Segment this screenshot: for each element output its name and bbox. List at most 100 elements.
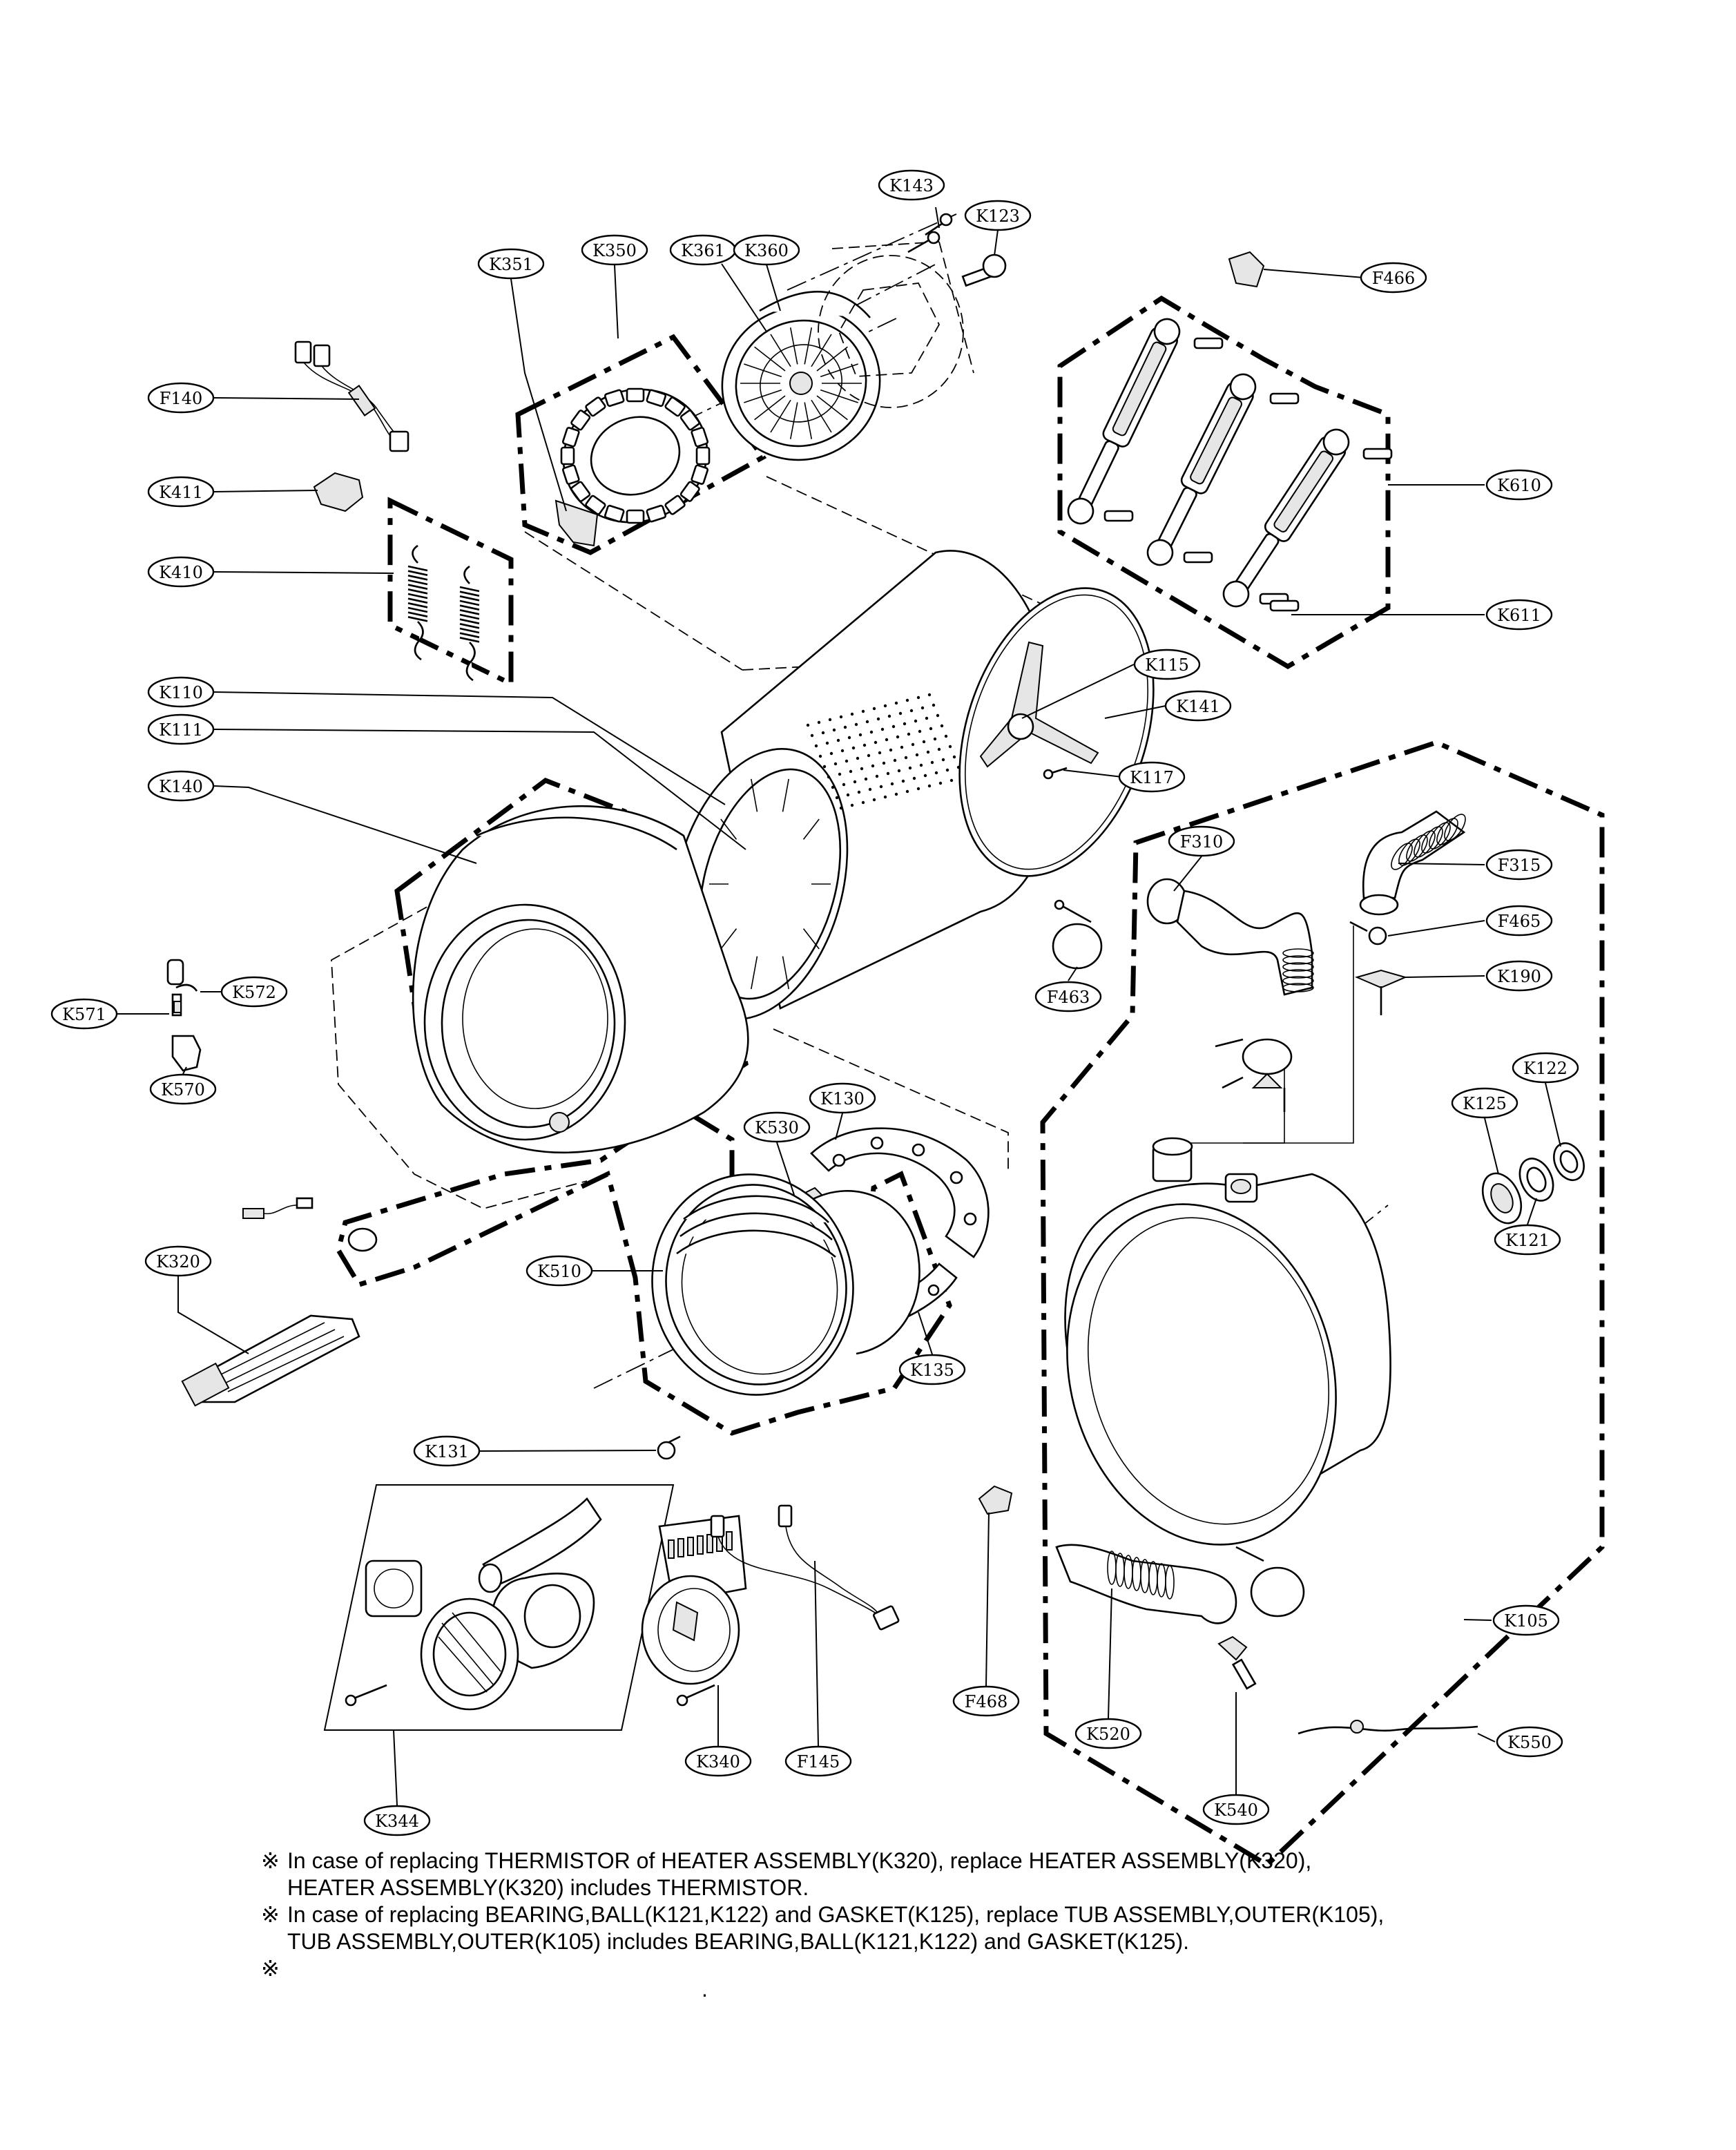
- callout-f463: F463: [1034, 981, 1102, 1012]
- callout-k320: K320: [144, 1245, 212, 1277]
- callout-text: K115: [1145, 655, 1189, 675]
- callout-oval: [149, 1073, 217, 1105]
- callout-text: K105: [1504, 1611, 1548, 1631]
- callout-k123: K123: [964, 200, 1032, 231]
- callout-oval: [964, 200, 1032, 231]
- callout-oval: [147, 556, 215, 588]
- callout-text: K350: [592, 241, 637, 260]
- leader-line: [1068, 966, 1078, 981]
- callout-oval: [1485, 960, 1553, 992]
- callout-k351: K351: [477, 248, 545, 280]
- callout-k570: K570: [149, 1073, 217, 1105]
- note-2-line-1: ※In case of replacing BEARING,BALL(K121,…: [261, 1901, 1573, 1928]
- notes-section: ※ In case of replacing THERMISTOR of HEAT…: [261, 1847, 1573, 2000]
- heater-k320: [181, 1314, 360, 1407]
- callout-k411: K411: [147, 476, 215, 508]
- callout-text: F468: [965, 1692, 1007, 1711]
- callout-k510: K510: [525, 1255, 593, 1287]
- callout-oval: [50, 998, 118, 1030]
- note-text: .: [702, 1977, 708, 2002]
- note-text: In case of replacing THERMISTOR of HEATE…: [287, 1848, 1312, 1873]
- leader-line: [721, 263, 767, 332]
- callout-f145: F145: [784, 1745, 852, 1777]
- tub-front-k140: [412, 805, 749, 1154]
- pump-assembly-k344: [323, 1484, 675, 1731]
- callout-k520: K520: [1074, 1718, 1142, 1749]
- callout-k125: K125: [1451, 1087, 1518, 1119]
- clip-f468: [978, 1485, 1013, 1515]
- leader-line: [835, 1113, 843, 1140]
- leader-line: [1263, 269, 1364, 278]
- bolt-k117: [1043, 767, 1068, 780]
- callout-k550: K550: [1496, 1726, 1563, 1758]
- note-3-line-2: .: [261, 1978, 1573, 2000]
- tub-outer-k105: [1064, 1137, 1391, 1546]
- leader-line: [1021, 664, 1135, 719]
- motor-k340: [641, 1515, 747, 1707]
- pump-cap: [1215, 1038, 1293, 1112]
- callout-oval: [147, 713, 215, 745]
- dampers-k610: [1067, 318, 1393, 612]
- wire-k550: [1298, 1720, 1478, 1735]
- callout-k135: K135: [898, 1354, 966, 1385]
- callout-oval: [784, 1745, 852, 1777]
- callout-oval: [1485, 469, 1553, 501]
- leader-line: [182, 1066, 187, 1075]
- note-text: TUB ASSEMBLY,OUTER(K105) includes BEARIN…: [287, 1929, 1190, 1954]
- callout-oval: [1074, 1718, 1142, 1749]
- note-3-line-1: ※: [261, 1955, 1573, 1982]
- callout-text: K111: [159, 720, 203, 740]
- callout-f315: F315: [1485, 849, 1553, 881]
- valve-k571: [166, 959, 184, 1017]
- callout-k121: K121: [1494, 1224, 1561, 1256]
- leader-line: [1405, 975, 1485, 978]
- callout-oval: [898, 1354, 966, 1385]
- note-mark: ※: [261, 1956, 280, 1981]
- leader-line: [614, 265, 619, 339]
- leader-line: [213, 729, 746, 850]
- callout-f310: F310: [1168, 825, 1235, 857]
- leader-line: [1484, 1117, 1499, 1175]
- callout-k111: K111: [147, 713, 215, 745]
- callout-k105: K105: [1492, 1604, 1560, 1636]
- callout-oval: [743, 1111, 811, 1143]
- callout-text: K540: [1214, 1801, 1258, 1820]
- springs-k410: [407, 544, 480, 682]
- callout-k344: K344: [363, 1805, 431, 1836]
- spider-k115: [979, 641, 1099, 768]
- callout-k350: K350: [581, 234, 648, 266]
- callout-k122: K122: [1512, 1052, 1579, 1084]
- harness-f145: [710, 1504, 900, 1631]
- callout-oval: [1512, 1052, 1579, 1084]
- callout-oval: [147, 476, 215, 508]
- callout-oval: [878, 169, 945, 201]
- leader-line: [213, 397, 360, 400]
- callout-text: K140: [159, 777, 203, 796]
- callout-k140: K140: [147, 770, 215, 802]
- callout-oval: [363, 1805, 431, 1836]
- callout-text: K361: [681, 241, 725, 260]
- callout-text: K141: [1176, 697, 1220, 716]
- leader-line: [994, 229, 999, 256]
- leader-line: [479, 1450, 657, 1452]
- callout-text: K510: [537, 1262, 581, 1281]
- callout-oval: [1164, 690, 1232, 722]
- callout-text: K117: [1130, 768, 1174, 787]
- callout-text: K411: [159, 483, 203, 502]
- callout-k571: K571: [50, 998, 118, 1030]
- callout-text: K135: [910, 1361, 954, 1380]
- callout-oval: [147, 770, 215, 802]
- leader-line: [1527, 1198, 1537, 1225]
- leader-line: [935, 207, 940, 229]
- leader-line: [393, 1729, 398, 1806]
- callout-text: K122: [1523, 1059, 1568, 1078]
- callout-k130: K130: [809, 1082, 876, 1114]
- hose-f310: [1146, 878, 1314, 996]
- callout-text: K410: [159, 563, 203, 582]
- callout-k572: K572: [220, 976, 288, 1008]
- callout-text: F466: [1372, 269, 1415, 288]
- leader-line: [510, 278, 567, 512]
- leader-line: [1545, 1082, 1561, 1147]
- callout-text: K572: [232, 983, 276, 1002]
